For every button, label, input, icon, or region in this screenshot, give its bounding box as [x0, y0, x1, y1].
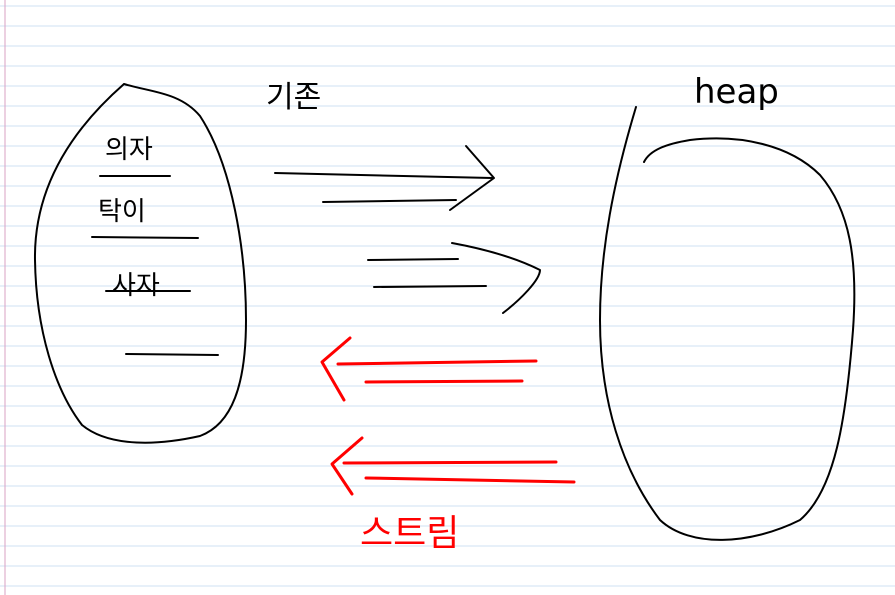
stack-item-1: 의자 — [105, 135, 153, 165]
stack-oval — [33, 83, 247, 444]
heap-oval — [599, 106, 856, 541]
left-top-label: 기존 — [266, 80, 321, 115]
arrow-right-2 — [367, 242, 541, 314]
stack-underline-2 — [91, 236, 199, 239]
arrow-left-red-2 — [330, 436, 576, 496]
stack-item-3: 사자 — [112, 271, 160, 301]
bottom-label: 스트림 — [360, 513, 459, 554]
notebook-rules — [0, 5, 895, 587]
right-top-label: heap — [694, 72, 779, 112]
arrow-left-red-1 — [320, 336, 538, 402]
stack-empty-line — [125, 353, 219, 356]
arrow-right-1 — [274, 145, 495, 211]
stack-items: 의자 탁이 사자 — [91, 135, 219, 356]
stack-item-2: 탁이 — [98, 197, 146, 227]
